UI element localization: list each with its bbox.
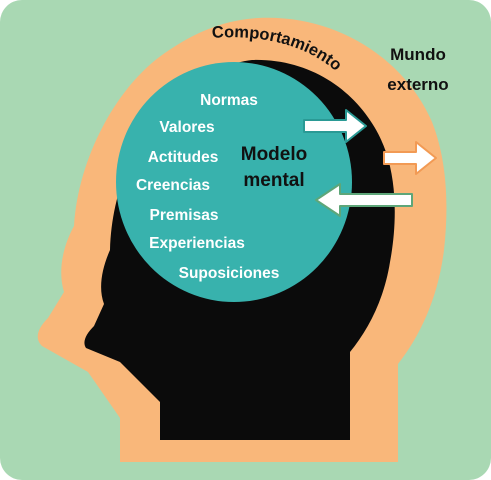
item-suposiciones: Suposiciones [179, 265, 280, 282]
external-world-label-line1: Mundo [390, 45, 446, 64]
arrow-behavior-to-world [383, 141, 437, 175]
item-creencias: Creencias [136, 177, 210, 194]
item-valores: Valores [159, 119, 214, 136]
brain-circle [116, 62, 352, 302]
arrow-model-to-behavior [303, 109, 367, 143]
mental-model-label-line1: Modelo [241, 144, 308, 165]
item-actitudes: Actitudes [148, 149, 219, 166]
item-premisas: Premisas [150, 207, 219, 224]
external-world-label-line2: externo [387, 75, 448, 94]
mental-model-label-line2: mental [243, 170, 304, 191]
item-experiencias: Experiencias [149, 235, 245, 252]
item-normas: Normas [200, 92, 258, 109]
arrow-world-to-model [315, 183, 413, 217]
